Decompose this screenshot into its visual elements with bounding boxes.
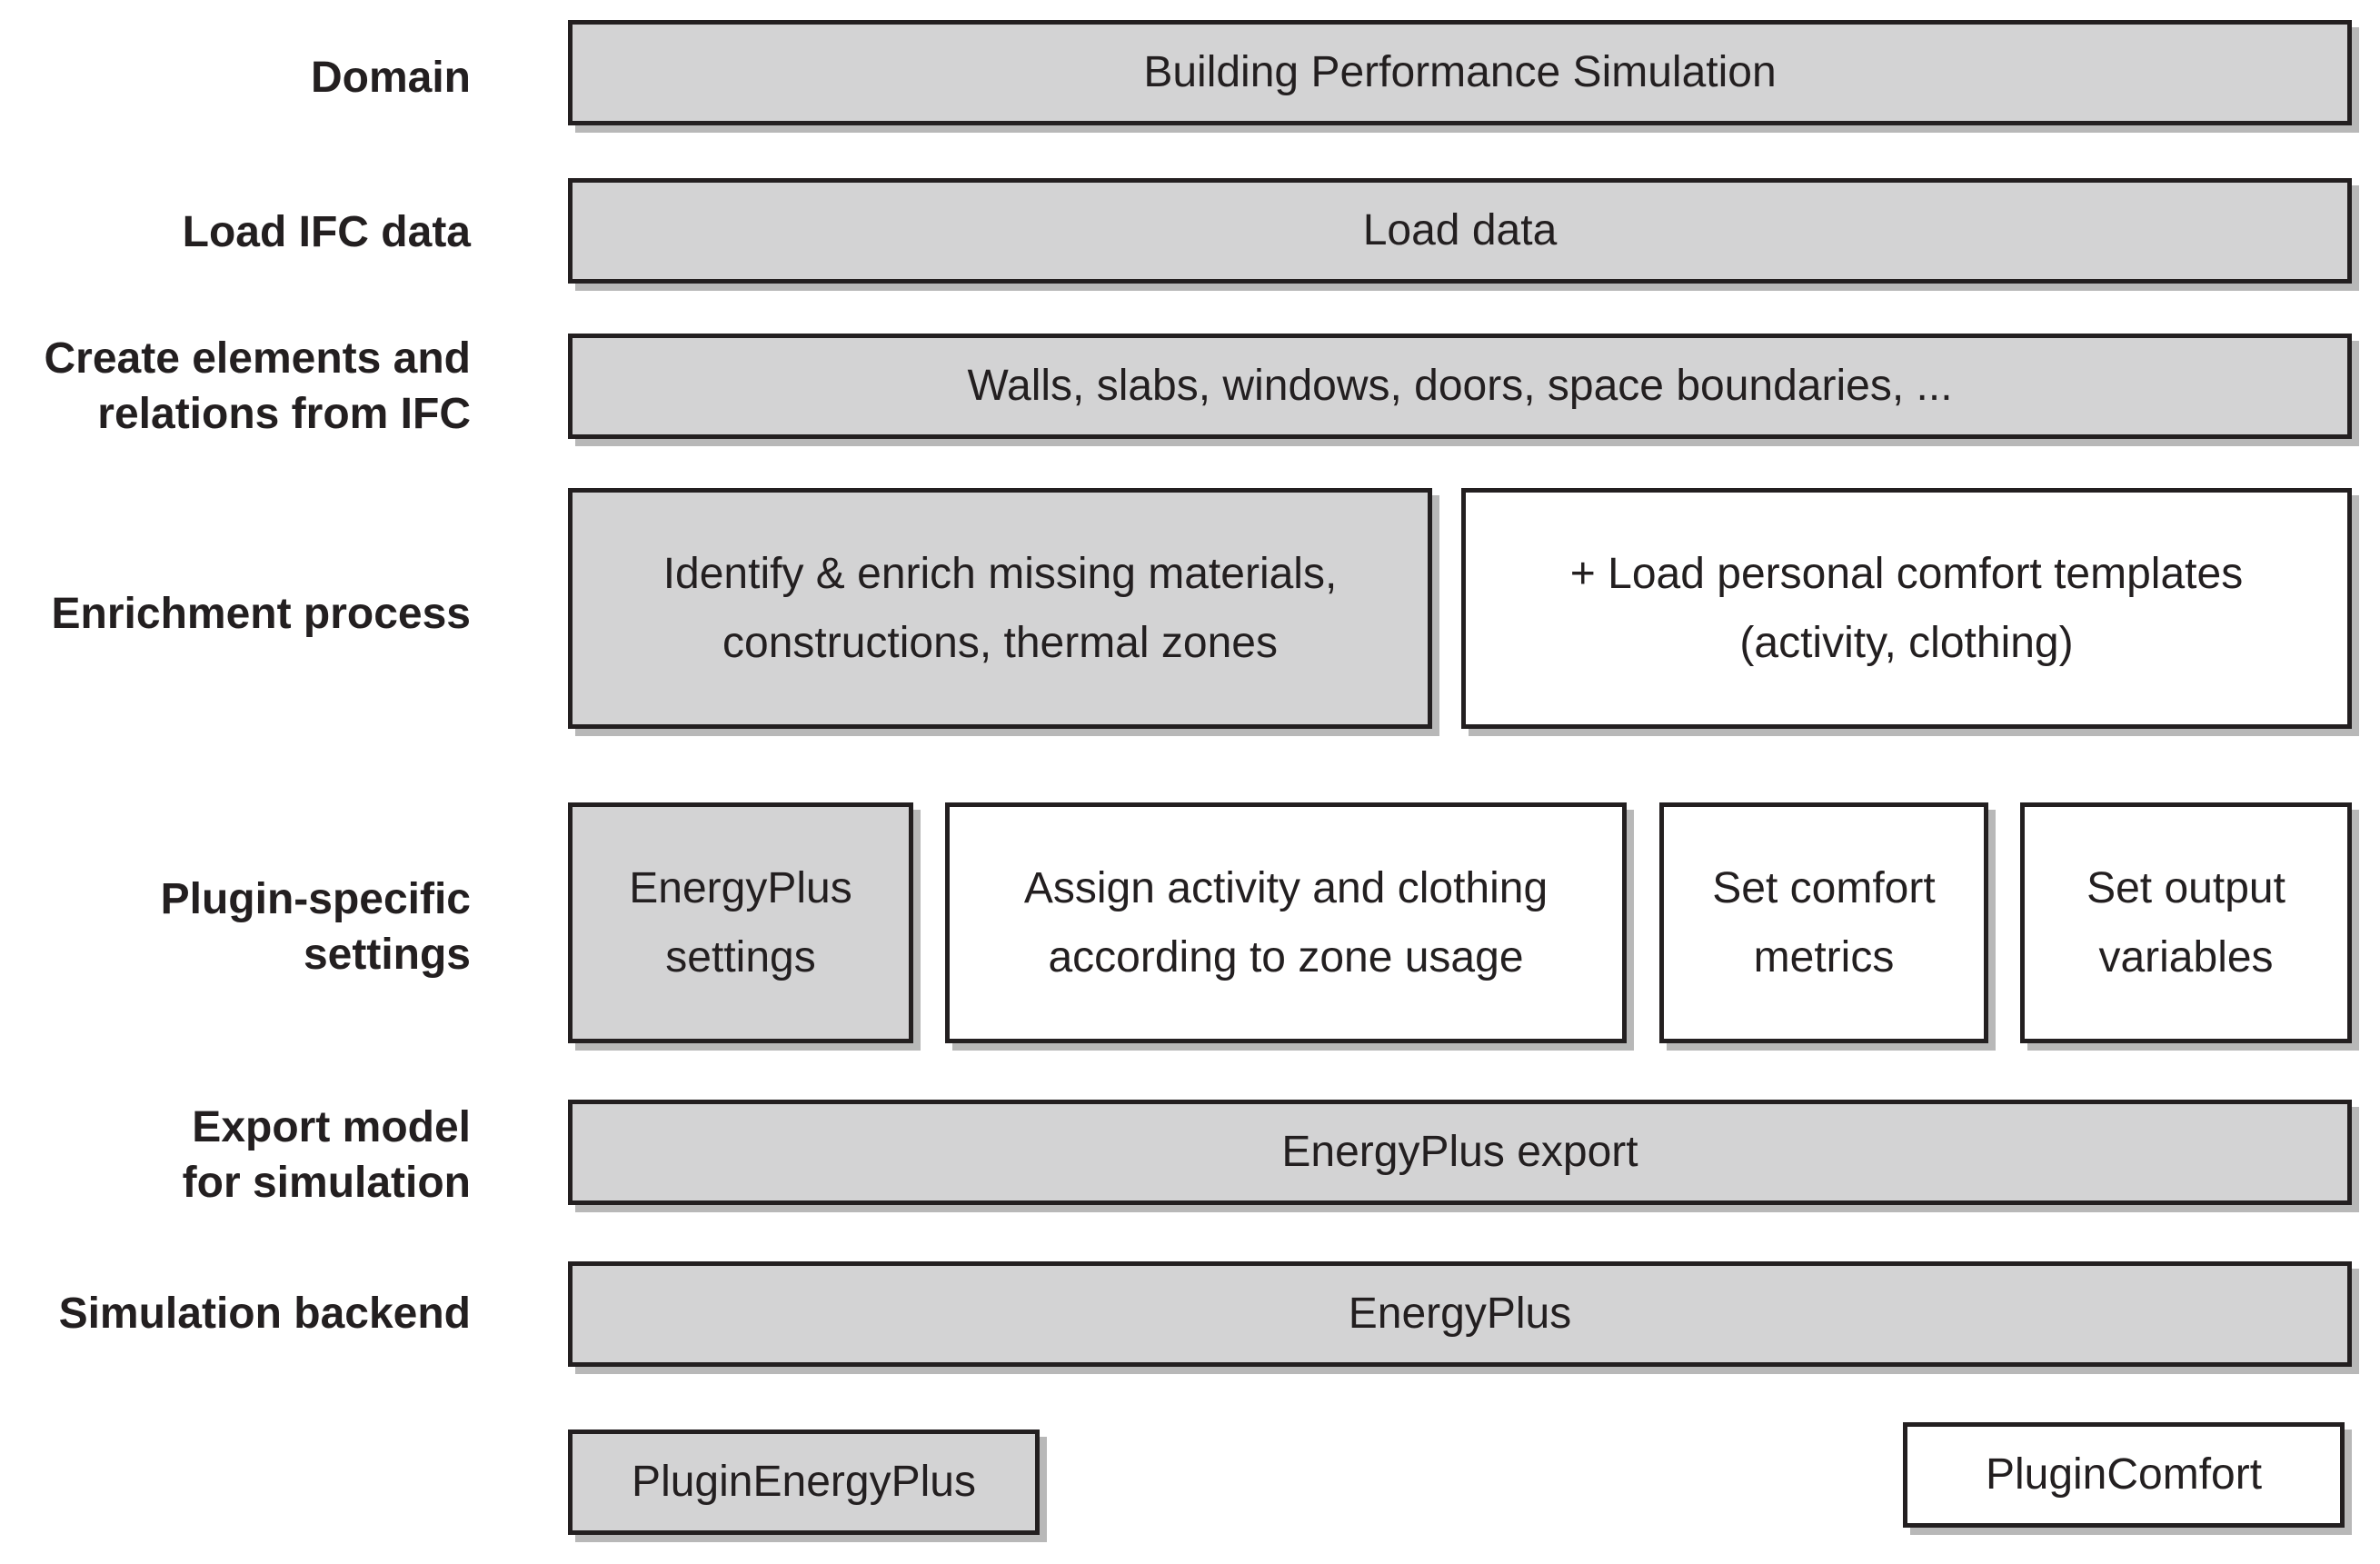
box-text: metrics — [1753, 932, 1895, 981]
enrich-materials-box: Identify & enrich missing materials, con… — [568, 488, 1432, 729]
box-text: according to zone usage — [1048, 932, 1524, 981]
layer-label-enrichment-process: Enrichment process — [0, 563, 471, 663]
label-line: Domain — [310, 53, 471, 102]
box-text: settings — [665, 932, 816, 981]
box-text: Set comfort — [1712, 863, 1936, 912]
box-text: EnergyPlus — [1348, 1290, 1572, 1338]
layer-label-load-ifc-data: Load IFC data — [0, 182, 471, 282]
legend-plugin-comfort: PluginComfort — [1903, 1422, 2345, 1528]
box-text: Building Performance Simulation — [1143, 48, 1777, 96]
layer-label-simulation-backend: Simulation backend — [0, 1263, 471, 1363]
label-line: Enrichment process — [51, 589, 471, 638]
energyplus-settings-box: EnergyPlus settings — [568, 802, 913, 1043]
label-line: for simulation — [182, 1158, 471, 1207]
box-text: (activity, clothing) — [1739, 618, 2074, 667]
load-data-box: Load data — [568, 178, 2352, 284]
box-text: EnergyPlus export — [1281, 1128, 1638, 1176]
label-line: Simulation backend — [58, 1289, 471, 1338]
label-line: Create elements and — [44, 334, 471, 383]
energyplus-export-box: EnergyPlus export — [568, 1100, 2352, 1205]
layer-label-domain: Domain — [0, 27, 471, 127]
domain-box: Building Performance Simulation — [568, 20, 2352, 125]
box-text: Load data — [1362, 206, 1558, 254]
assign-activity-box: Assign activity and clothing according t… — [945, 802, 1627, 1043]
box-text: constructions, thermal zones — [722, 618, 1278, 667]
label-line: relations from IFC — [97, 390, 471, 438]
label-line: Load IFC data — [182, 207, 471, 256]
box-text: Set output — [2086, 863, 2285, 912]
legend-text: PluginEnergyPlus — [632, 1458, 976, 1506]
box-text: EnergyPlus — [629, 863, 852, 912]
label-line: settings — [303, 930, 471, 979]
layer-label-create-elements: Create elements and relations from IFC — [0, 332, 471, 441]
box-text: Assign activity and clothing — [1023, 863, 1548, 912]
layer-label-export-model: Export model for simulation — [0, 1098, 471, 1211]
box-text: Identify & enrich missing materials, — [662, 549, 1338, 598]
box-text: Walls, slabs, windows, doors, space boun… — [967, 362, 1953, 410]
output-variables-box: Set output variables — [2020, 802, 2352, 1043]
layer-label-plugin-specific-settings: Plugin-specific settings — [0, 870, 471, 983]
comfort-metrics-box: Set comfort metrics — [1659, 802, 1988, 1043]
box-text: variables — [2098, 932, 2274, 981]
elements-box: Walls, slabs, windows, doors, space boun… — [568, 334, 2352, 439]
comfort-templates-box: + Load personal comfort templates (activ… — [1461, 488, 2352, 729]
box-text: + Load personal comfort templates — [1569, 549, 2244, 598]
label-line: Plugin-specific — [160, 874, 471, 923]
legend-text: PluginComfort — [1985, 1450, 2263, 1499]
legend-plugin-energyplus: PluginEnergyPlus — [568, 1430, 1040, 1535]
label-line: Export model — [192, 1102, 471, 1151]
energyplus-backend-box: EnergyPlus — [568, 1261, 2352, 1367]
